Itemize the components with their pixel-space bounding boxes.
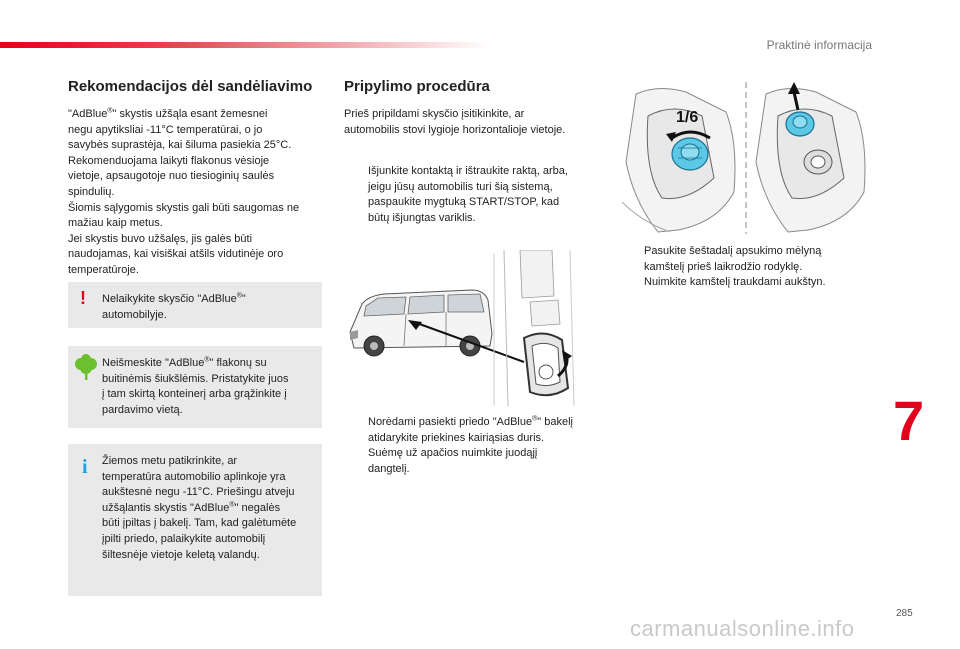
chapter-number: 7 bbox=[893, 389, 925, 452]
eco-line: Neišmeskite "AdBlue®" flakonų su bbox=[102, 356, 267, 369]
list-item: Nuimkite kamštelį traukdami aukštyn. bbox=[620, 275, 860, 291]
info-line: Žiemos metu patikrinkite, ar bbox=[102, 455, 238, 467]
section-label: Praktinė informacija bbox=[766, 38, 872, 52]
list-item: Išjunkite kontaktą ir ištraukite raktą, … bbox=[344, 164, 594, 226]
page-number: 285 bbox=[896, 608, 913, 619]
van-illustration bbox=[344, 249, 600, 411]
step-line: Suėmę už apačios nuimkite juodąjį bbox=[368, 447, 538, 460]
step-line: būtų išjungtas variklis. bbox=[368, 211, 476, 224]
filling-steps-b: Norėdami pasiekti priedo "AdBlue®" bakel… bbox=[344, 415, 594, 477]
cap-steps: Pasukite šeštadalį apsukimo mėlyną kamšt… bbox=[620, 244, 860, 291]
list-item: Pasukite šeštadalį apsukimo mėlyną kamšt… bbox=[620, 244, 860, 275]
info-note: i Žiemos metu patikrinkite, ar temperatū… bbox=[68, 444, 322, 596]
intro-line: Prieš pripildami skysčio įsitikinkite, a… bbox=[344, 108, 525, 120]
info-line: užšąlantis skystis "AdBlue®" negalės bbox=[102, 501, 281, 514]
warning-line: automobilyje. bbox=[102, 308, 167, 321]
step-line: Pasukite šeštadalį apsukimo mėlyną bbox=[644, 245, 822, 257]
info-line: šiltesnėje vietoje keletą valandų. bbox=[102, 548, 260, 561]
filling-intro: Prieš pripildami skysčio įsitikinkite, a… bbox=[344, 107, 600, 138]
intro-line: automobilis stovi lygioje horizontalioje… bbox=[344, 123, 566, 136]
info-icon: i bbox=[82, 456, 88, 478]
filling-steps-a: Išjunkite kontaktą ir ištraukite raktą, … bbox=[344, 164, 594, 226]
info-line: įpilti priedo, palaikykite automobilį bbox=[102, 532, 266, 545]
watermark: carmanualsonline.info bbox=[630, 616, 855, 641]
step-line: Nuimkite kamštelį traukdami aukštyn. bbox=[644, 276, 826, 289]
step-line: kamštelį prieš laikrodžio rodyklę. bbox=[644, 260, 803, 273]
step-line: Išjunkite kontaktą ir ištraukite raktą, … bbox=[368, 165, 568, 177]
warning-line: Nelaikykite skysčio "AdBlue®" bbox=[102, 292, 246, 305]
storage-line: naudojamas, kai visiškai atšils vidutinė… bbox=[68, 248, 284, 261]
warning-note: ! Nelaikykite skysčio "AdBlue®" automobi… bbox=[68, 282, 322, 328]
storage-line: negu apytiksliai -11°C temperatūrai, o j… bbox=[68, 123, 263, 136]
eco-line: į tam skirtą konteinerį arba grąžinkite … bbox=[102, 388, 287, 401]
list-item: Suėmę už apačios nuimkite juodąjį dangte… bbox=[344, 446, 594, 477]
storage-line: spindulių. bbox=[68, 185, 115, 198]
storage-title: Rekomendacijos dėl sandėliavimo bbox=[68, 78, 313, 95]
step-line: dangtelį. bbox=[368, 462, 410, 475]
storage-line: savybės suprastėja, kai šiluma pasiekia … bbox=[68, 139, 292, 152]
info-line: temperatūra automobilio aplinkoje yra bbox=[102, 470, 286, 483]
leaf-icon bbox=[74, 354, 98, 387]
step-line: jeigu jūsų automobilis turi šią sistemą, bbox=[368, 180, 553, 193]
storage-line: vietoje, apsaugotoje nuo tiesioginių sau… bbox=[68, 170, 275, 183]
storage-line: "AdBlue®" skystis užšąla esant žemesnei bbox=[68, 107, 268, 120]
filling-title: Pripylimo procedūra bbox=[344, 78, 490, 95]
storage-line: Šiomis sąlygomis skystis gali būti saugo… bbox=[68, 201, 300, 214]
exclamation-icon: ! bbox=[80, 288, 86, 308]
rotation-label: 1/6 bbox=[676, 109, 698, 126]
list-item: Norėdami pasiekti priedo "AdBlue®" bakel… bbox=[344, 415, 594, 446]
storage-line: mažiau kaip metus. bbox=[68, 217, 163, 230]
eco-line: pardavimo vietą. bbox=[102, 403, 183, 416]
eco-line: buitinėmis šiukšlėmis. Pristatykite juos bbox=[102, 372, 289, 385]
storage-line: Rekomenduojama laikyti flakonus vėsioje bbox=[68, 154, 270, 167]
step-line: atidarykite priekines kairiąsias duris. bbox=[368, 431, 545, 444]
header-color-bar bbox=[0, 42, 490, 48]
step-line: Norėdami pasiekti priedo "AdBlue®" bakel… bbox=[368, 415, 573, 428]
info-line: būti įpiltas į bakelį. Tam, kad galėtumė… bbox=[102, 517, 297, 530]
storage-line: Jei skystis buvo užšalęs, jis galės būti bbox=[68, 232, 253, 245]
info-line: aukštesnė negu -11°C. Priešingu atveju bbox=[102, 486, 295, 499]
storage-line: temperatūroje. bbox=[68, 263, 139, 276]
cap-illustration: 1/6 bbox=[618, 82, 880, 239]
filling-section: Pripylimo procedūra Prieš pripildami sky… bbox=[344, 78, 600, 138]
storage-section: Rekomendacijos dėl sandėliavimo "AdBlue®… bbox=[68, 78, 326, 279]
storage-paragraph: "AdBlue®" skystis užšąla esant žemesnei … bbox=[68, 107, 326, 279]
warning-text: Nelaikykite skysčio "AdBlue®" automobily… bbox=[102, 292, 312, 323]
eco-text: Neišmeskite "AdBlue®" flakonų su buitinė… bbox=[102, 356, 312, 418]
info-text: Žiemos metu patikrinkite, ar temperatūra… bbox=[102, 454, 312, 563]
eco-note: Neišmeskite "AdBlue®" flakonų su buitinė… bbox=[68, 346, 322, 428]
step-line: paspaukite mygtuką START/STOP, kad bbox=[368, 196, 560, 209]
